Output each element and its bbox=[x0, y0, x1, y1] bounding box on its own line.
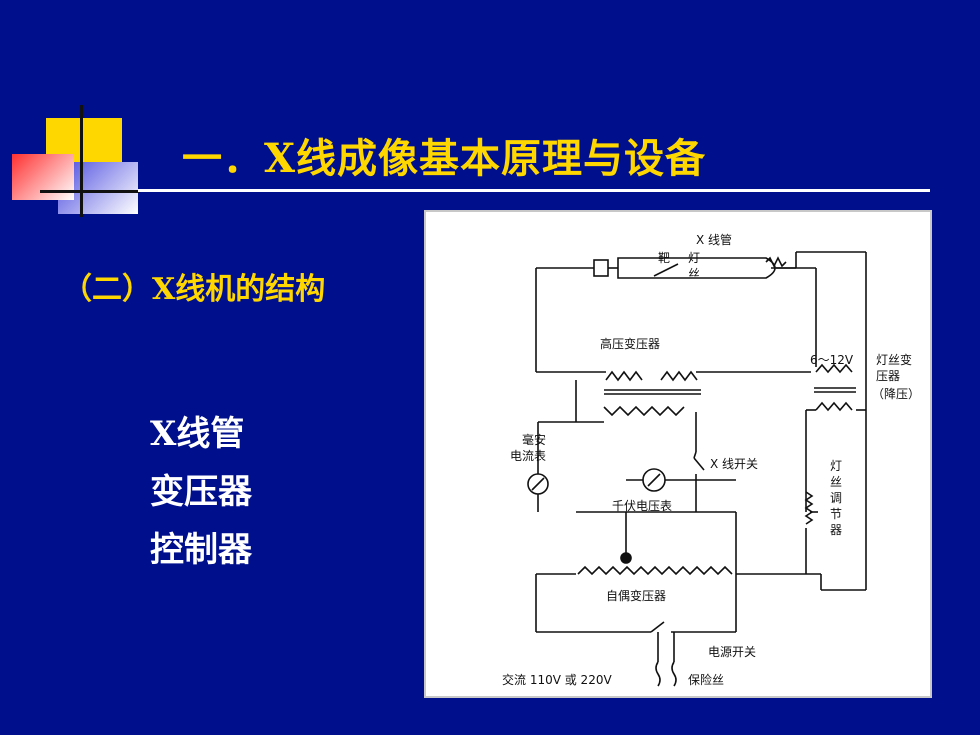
label-filament-regulator-1: 丝 bbox=[830, 475, 842, 489]
fuse-symbol bbox=[655, 661, 677, 687]
decor-vertical-line bbox=[80, 105, 83, 217]
slide-title: 一．X线成像基本原理与设备 bbox=[182, 135, 707, 182]
label-filament-regulator-3: 节 bbox=[830, 507, 842, 521]
label-filament-regulator-2: 调 bbox=[830, 491, 842, 505]
component-item-controller: 控制器 bbox=[150, 530, 252, 570]
autotransformer-symbol bbox=[577, 552, 733, 576]
label-filament-regulator-4: 器 bbox=[830, 523, 842, 537]
section-subtitle: （二）X线机的结构 bbox=[62, 272, 326, 307]
title-underline bbox=[138, 189, 930, 192]
label-xray-tube: X 线管 bbox=[696, 232, 732, 247]
label-power-switch: 电源开关 bbox=[708, 645, 756, 659]
label-filament-regulator-0: 灯 bbox=[830, 459, 842, 473]
label-filament-a: 灯 bbox=[688, 251, 700, 265]
xray-machine-circuit-diagram: X 线管 靶 灯 丝 高压变压器 6～12V 灯丝变 压器 （降压） 毫安 电流… bbox=[424, 210, 932, 698]
label-ac-supply: 交流 110V 或 220V bbox=[502, 672, 612, 687]
component-item-transformer: 变压器 bbox=[150, 472, 252, 512]
label-filament-transformer-1: 灯丝变 bbox=[876, 352, 912, 367]
milliammeter-symbol bbox=[527, 473, 549, 495]
diagram-labels: X 线管 靶 灯 丝 高压变压器 6～12V 灯丝变 压器 （降压） 毫安 电流… bbox=[502, 232, 920, 687]
label-filament-transformer-2: 压器 bbox=[876, 369, 900, 383]
label-target: 靶 bbox=[658, 251, 670, 265]
label-xray-switch: X 线开关 bbox=[710, 457, 758, 471]
label-hv-transformer: 高压变压器 bbox=[600, 336, 660, 351]
filament-regulator-symbol bbox=[804, 491, 818, 525]
label-kilovoltmeter: 千伏电压表 bbox=[612, 499, 672, 513]
component-item-xray-tube: X线管 bbox=[150, 414, 245, 454]
decor-horizontal-line bbox=[40, 190, 140, 193]
label-milliammeter-1: 毫安 bbox=[522, 432, 546, 447]
xray-tube-symbol bbox=[576, 256, 796, 279]
filament-transformer-symbol bbox=[814, 363, 856, 412]
hv-transformer-symbol bbox=[603, 370, 701, 417]
decor-square-red bbox=[12, 154, 74, 200]
label-fuse: 保险丝 bbox=[688, 672, 724, 687]
label-voltage-range: 6～12V bbox=[810, 353, 854, 367]
label-autotransformer: 自偶变压器 bbox=[606, 588, 666, 603]
label-milliammeter-2: 电流表 bbox=[510, 449, 546, 463]
label-filament-b: 丝 bbox=[688, 267, 700, 281]
label-filament-transformer-3: （降压） bbox=[872, 387, 920, 401]
kilovoltmeter-symbol bbox=[642, 468, 666, 492]
circuit-svg: X 线管 靶 灯 丝 高压变压器 6～12V 灯丝变 压器 （降压） 毫安 电流… bbox=[502, 232, 920, 687]
